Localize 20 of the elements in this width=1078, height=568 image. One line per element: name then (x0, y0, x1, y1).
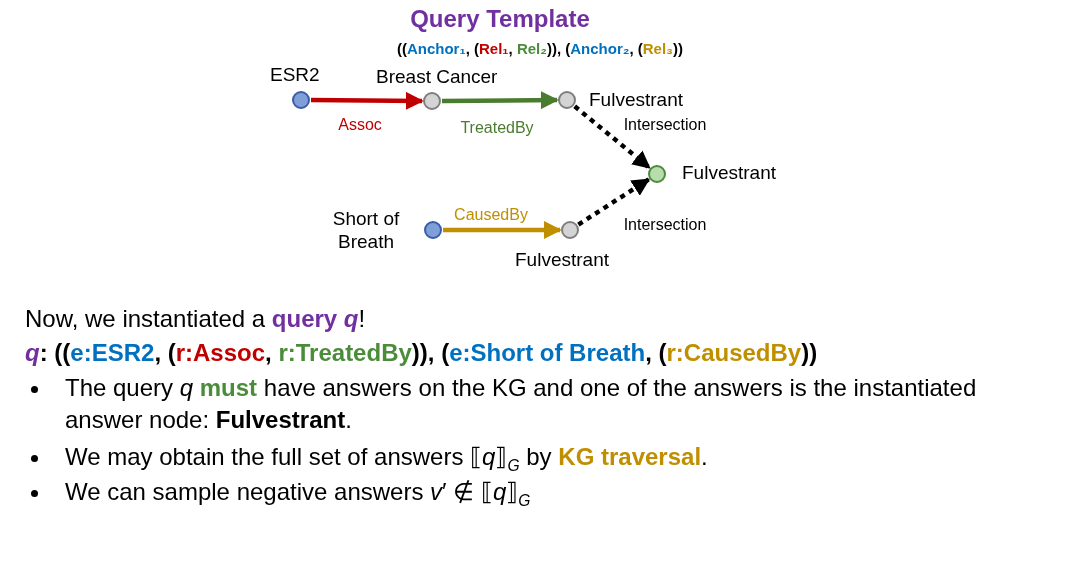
bullet-text: We can sample negative answers v′ ∉ ⟦q⟧$_{G}$ (65, 477, 531, 511)
node-label: Short of Breath (331, 208, 401, 254)
bullet-text: The query q must have answers on the KG and one of the answers is the instantiated answer node: Fulvestrant. (65, 373, 978, 436)
node-label: Fulvestrant (589, 89, 684, 112)
arrow (443, 221, 562, 239)
text-line: Now, we instantiated a query q! (25, 304, 366, 334)
node-label: Fulvestrant (515, 249, 610, 272)
title: Query Template (410, 5, 590, 33)
query-template-formula: ((Anchor₁, (Rel₁, Rel₂)), (Anchor₂, (Rel₃)) (396, 40, 684, 57)
dashed-arrow (573, 104, 651, 170)
bullet-text: We may obtain the full set of answers ⟦q⟧$_{G}$ by KG traversal. (65, 442, 708, 476)
edge-label: TreatedBy (458, 119, 536, 137)
node-label: Breast Cancer (376, 66, 499, 89)
query-formula: q: ((e:ESR2, (r:Assoc, r:TreatedBy)), (e:Short of Breath, (r:CausedBy)) (25, 338, 818, 368)
arrow (441, 91, 559, 110)
node-label: ESR2 (270, 64, 321, 87)
node-label: Fulvestrant (682, 162, 777, 185)
arrow (311, 91, 424, 110)
dashed-arrow (577, 177, 651, 227)
edge-label: CausedBy (452, 206, 530, 224)
